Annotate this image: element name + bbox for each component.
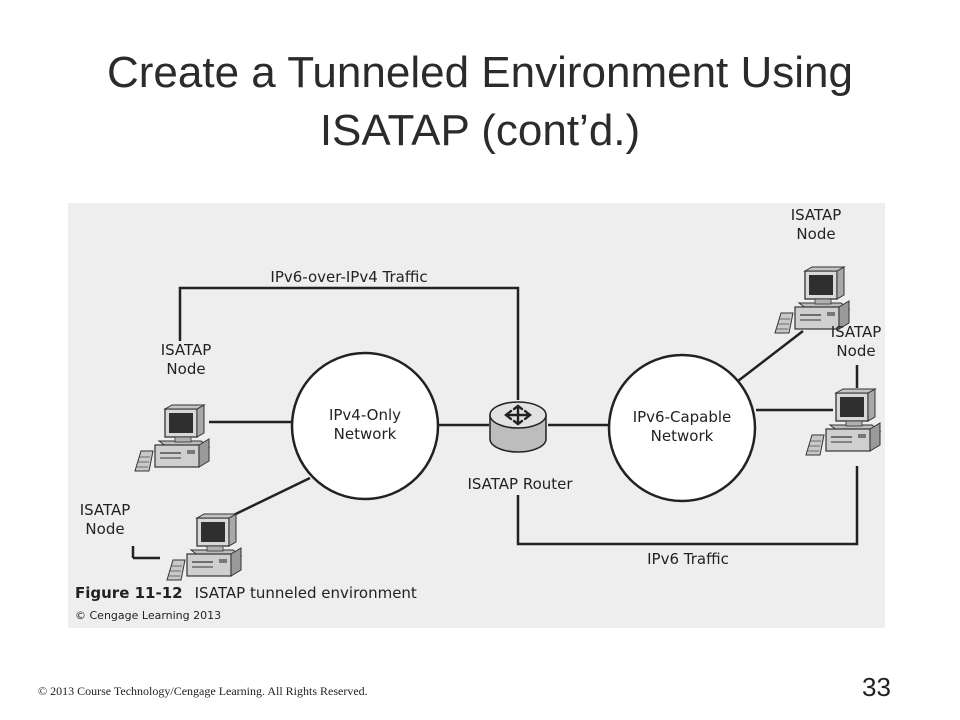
ipv6-network-label-line1: IPv6-Capable <box>633 408 732 426</box>
right-node-label-line1: ISATAP <box>831 323 882 341</box>
top-right-node-label-line1: ISATAP <box>791 206 842 224</box>
figure-panel: IPv4-Only Network IPv6-Capable Network I… <box>68 203 885 628</box>
figure-number: Figure 11-12 <box>75 584 183 602</box>
right-node-label-line2: Node <box>836 342 875 360</box>
footer-copyright: © 2013 Course Technology/Cengage Learnin… <box>38 684 368 698</box>
bottom-left-node-label-line1: ISATAP <box>80 501 131 519</box>
link-ipv6-top-right-node <box>737 330 804 382</box>
bottom-left-node-label-line2: Node <box>85 520 124 538</box>
router-icon <box>489 401 547 453</box>
figure-credit: © Cengage Learning 2013 <box>75 609 222 622</box>
ipv6-traffic-label: IPv6 Traffic <box>647 550 729 568</box>
figure-caption: Figure 11-12 ISATAP tunneled environment <box>75 584 417 602</box>
ipv4-network-label-line2: Network <box>334 425 397 443</box>
left-node-computer-icon <box>134 404 210 472</box>
left-node-label-line1: ISATAP <box>161 341 212 359</box>
left-node-label-line2: Node <box>166 360 205 378</box>
ipv6-over-ipv4-tunnel-path <box>178 286 520 400</box>
ipv4-network-label-line1: IPv4-Only <box>329 406 401 424</box>
tunnel-traffic-label: IPv6-over-IPv4 Traffic <box>270 268 427 286</box>
top-right-node-label-line2: Node <box>796 225 835 243</box>
ipv6-traffic-path <box>516 466 859 546</box>
router-label: ISATAP Router <box>467 475 573 493</box>
slide-title: Create a Tunneled Environment Using ISAT… <box>0 44 960 160</box>
ipv6-capable-network <box>607 353 757 503</box>
title-line-2: ISATAP (cont’d.) <box>319 106 641 155</box>
figure-caption-text: ISATAP tunneled environment <box>194 584 417 602</box>
right-node-computer-icon <box>805 388 881 456</box>
page-number: 33 <box>862 672 891 702</box>
bottom-left-node-computer-icon <box>166 513 242 581</box>
title-line-1: Create a Tunneled Environment Using <box>107 48 853 97</box>
network-diagram: IPv4-Only Network IPv6-Capable Network I… <box>80 206 882 581</box>
ipv6-network-label-line2: Network <box>651 427 714 445</box>
ipv4-only-network <box>290 351 440 501</box>
